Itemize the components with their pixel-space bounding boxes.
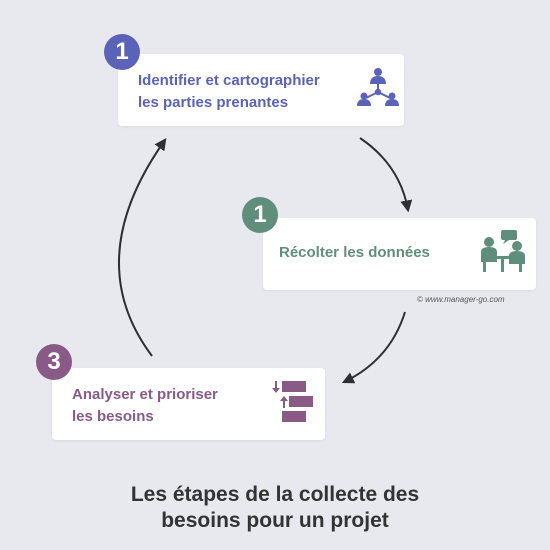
step-2-badge: 1: [242, 197, 278, 233]
arrow-step2-to-step3: [341, 311, 406, 384]
stakeholder-network-icon: [357, 68, 399, 106]
copyright-text: © www.manager-go.com: [417, 295, 505, 304]
step-3-card: Analyser et prioriser les besoins: [52, 368, 325, 440]
diagram-title: Les étapes de la collecte des besoins po…: [130, 483, 420, 532]
step-1-label: Identifier et cartographier les parties …: [138, 72, 320, 111]
step-1-badge: 1: [104, 34, 140, 70]
prioritize-list-icon: [272, 381, 313, 422]
step-2-label: Récolter les données: [279, 244, 430, 261]
step-2-card: Récolter les données: [263, 218, 536, 290]
meeting-discussion-icon: [481, 230, 525, 272]
step-3-label: Analyser et prioriser les besoins: [72, 386, 218, 425]
step-1-card: Identifier et cartographier les parties …: [118, 54, 404, 126]
arrow-step3-to-step1: [118, 138, 167, 357]
step-3-badge: 3: [36, 344, 72, 380]
arrow-step1-to-step2: [359, 137, 413, 213]
